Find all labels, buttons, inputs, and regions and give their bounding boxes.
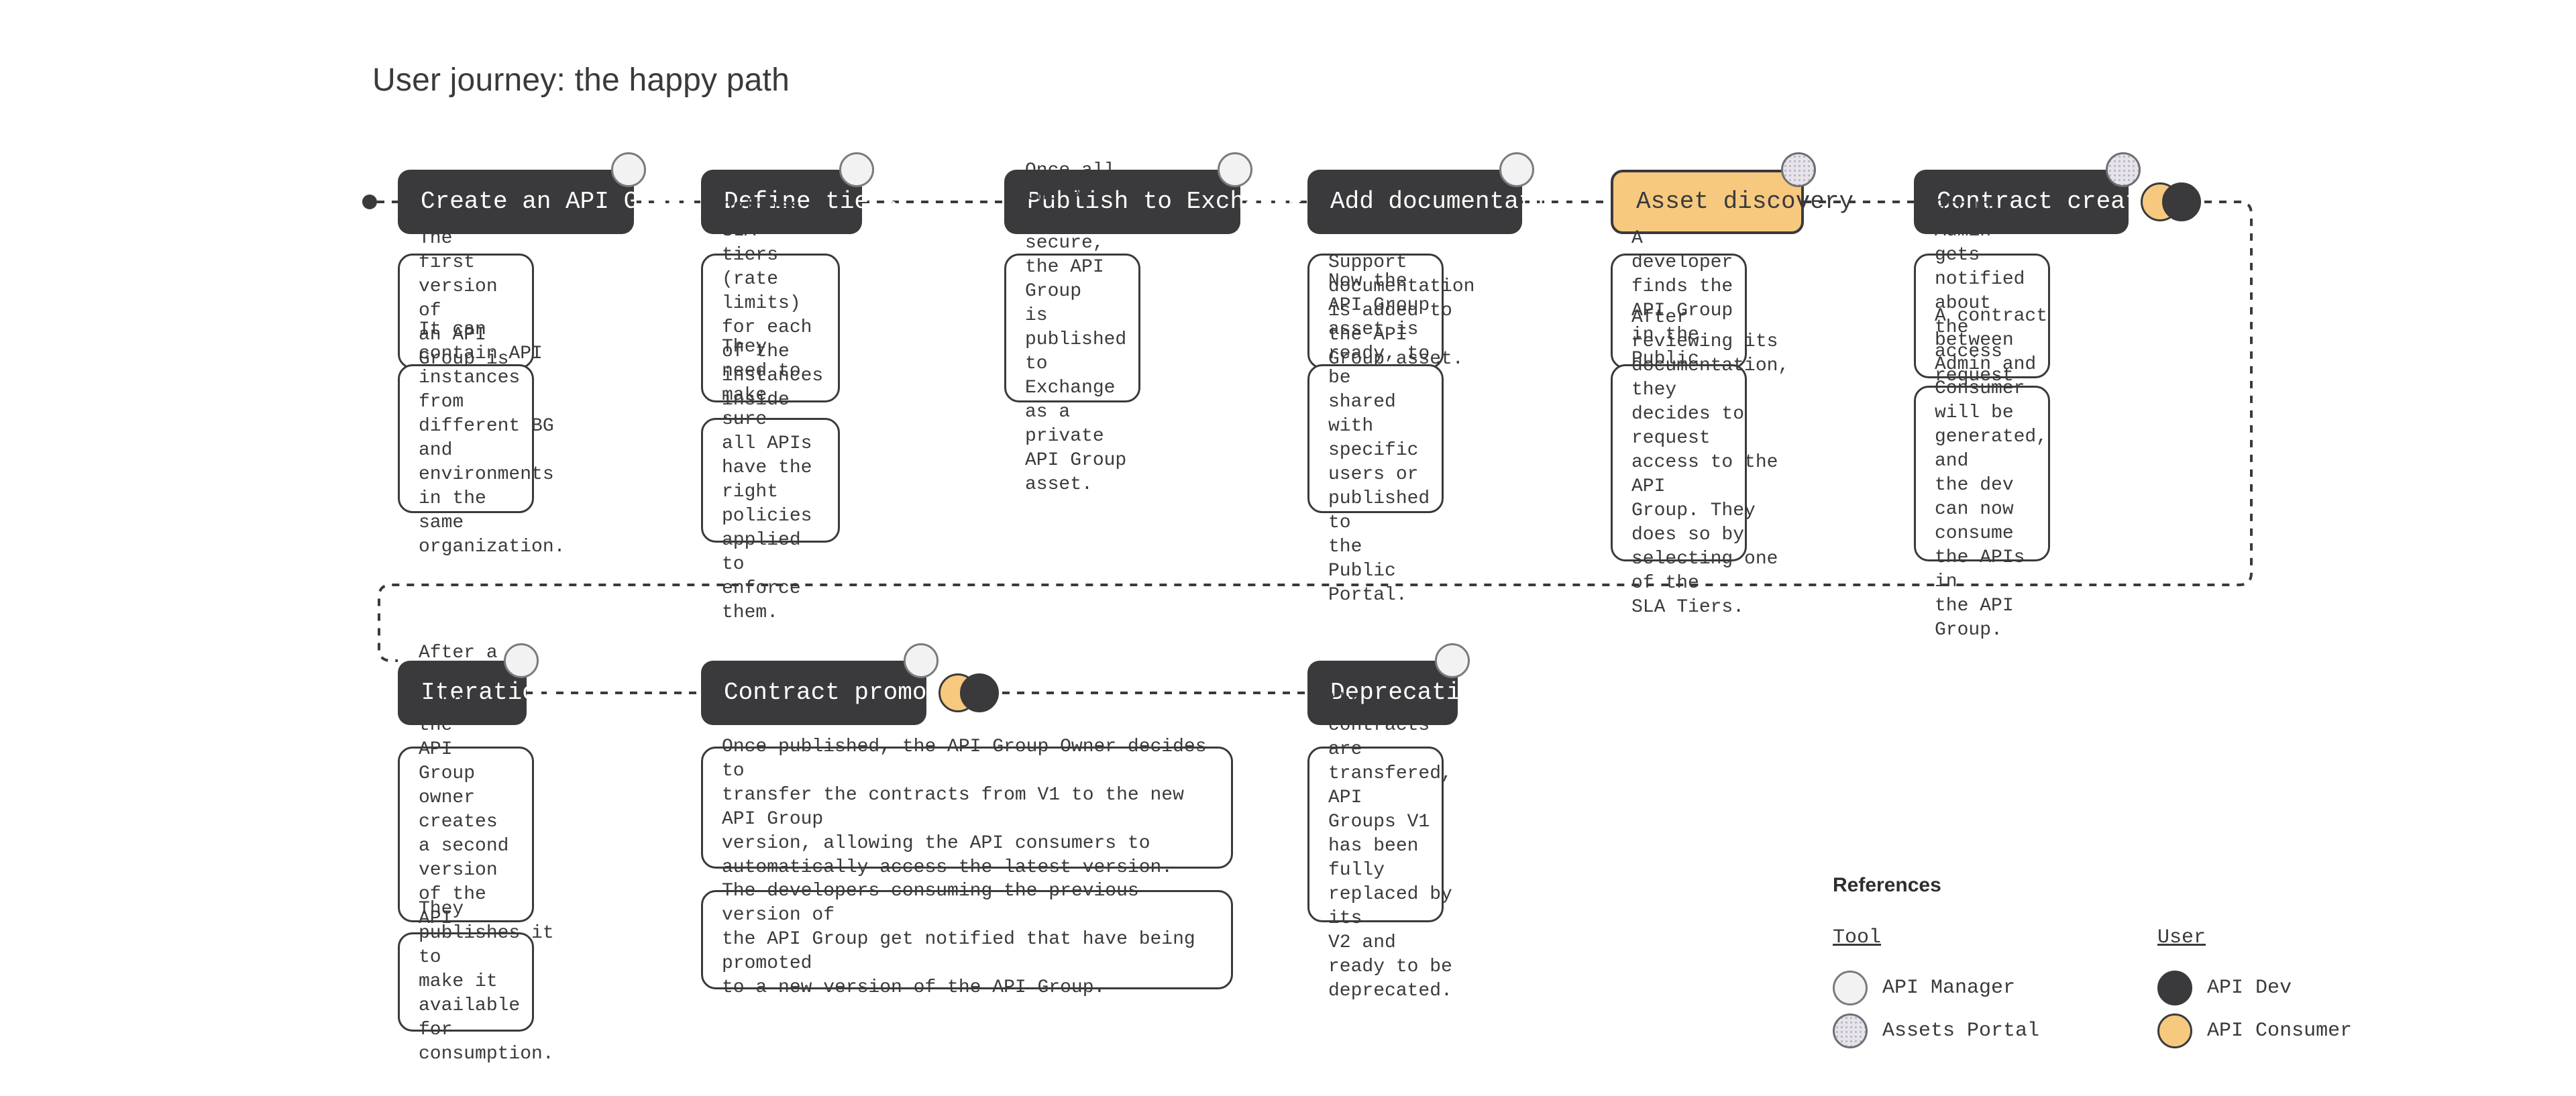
note-card: A contract between Admin and Consumer wi… [1914,306,2050,641]
note-card-text: After reviewing its documentation, they … [1631,307,1790,618]
legend-item: API Consumer [2157,1009,2352,1052]
note-card: Now the API Group asset is ready, to be … [1307,271,1444,606]
legend-label: API Dev [2207,977,2292,999]
note-card: Once all the APIs are secure, the API Gr… [1004,160,1140,495]
note-card-text: They need to make sure all APIs have the… [722,337,812,623]
flow-node-create-an-api-group[interactable]: Create an API Group [398,170,696,234]
references-title: References [1833,874,1941,896]
note-card-text: Once published, the API Group Owner deci… [722,736,1207,878]
note-card: The user defines SLA tiers (rate limits)… [701,172,840,483]
note-card-text: Support documentation is added to the AP… [1328,252,1475,370]
flow-node-label: Iteration [421,679,551,706]
note-card-text: Once all the APIs are secure, the API Gr… [1025,160,1127,495]
note-card-text: A contract between Admin and Consumer wi… [1935,306,2048,641]
flow-node-publish-to-exchange[interactable]: Publish to Exchange [1004,170,1302,234]
tool-marker-assets-portal-icon [2106,152,2141,187]
legend-item: API Dev [2157,967,2352,1009]
flow-node-label: Asset discovery [1636,188,1854,215]
note-card: They need to make sure all APIs have the… [701,337,840,623]
flow-node-label: Publish to Exchange [1027,188,1303,215]
legend-swatch-api-manager-icon [1833,971,1868,1005]
legend-label: Assets Portal [1882,1020,2040,1042]
flow-node-contract-promotion[interactable]: Contract promotion [701,661,985,725]
references-column-heading: User [2157,926,2206,949]
legend-item: Assets Portal [1833,1009,2039,1052]
note-card: After a some time, the API Group owner c… [398,643,534,1026]
note-card: Once published, the API Group Owner deci… [701,736,1233,878]
note-card: The developers consuming the previous ve… [701,881,1233,998]
flow-node-label: Deprecation [1330,679,1490,706]
page-title: User journey: the happy path [372,62,790,98]
tool-marker-api-manager-icon [611,152,646,187]
note-card-text: It can contain API instances from differ… [419,319,566,557]
note-card-text: The user defines SLA tiers (rate limits)… [722,172,824,483]
tool-marker-assets-portal-icon [1781,152,1816,187]
avatar-api-dev [2162,182,2201,221]
legend-item: API Manager [1833,967,2039,1009]
flow-node-label: Add documentation [1330,188,1577,215]
note-card-text: The developers consuming the previous ve… [722,881,1195,998]
flow-node-label: Define tiers [724,188,898,215]
flow-node-add-documentation[interactable]: Add documentation [1307,170,1576,234]
flow-node-asset-discovery[interactable]: Asset discovery [1611,170,1854,234]
flow-node-deprecation[interactable]: Deprecation [1307,661,1490,725]
note-card: Once all the contracts are transfered, A… [1307,667,1452,1001]
references-column-heading: Tool [1833,926,1882,949]
note-card: After reviewing its documentation, they … [1611,307,1789,618]
node-user-avatars [2141,182,2201,221]
note-card-text: Once all the contracts are transfered, A… [1328,667,1452,1001]
tool-marker-api-manager-icon [1218,152,1252,187]
tool-marker-api-manager-icon [904,643,938,678]
tool-marker-api-manager-icon [504,643,539,678]
tool-marker-api-manager-icon [1435,643,1470,678]
legend-swatch-assets-portal-icon [1833,1013,1868,1048]
node-user-avatars [938,673,999,712]
flow-node-iteration[interactable]: Iteration [398,661,551,725]
flow-node-define-tiers[interactable]: Define tiers [701,170,898,234]
note-card-text: Now the API Group asset is ready, to be … [1328,271,1430,606]
note-card-text: They publishes it to make it available f… [419,899,554,1064]
legend-swatch-api-dev-icon [2157,971,2193,1005]
legend-swatch-api-consumer-icon [2157,1013,2193,1048]
tool-marker-api-manager-icon [839,152,874,187]
note-card: They publishes it to make it available f… [398,899,554,1064]
note-card: The API Group Admin gets notified about … [1914,172,2050,459]
tool-marker-api-manager-icon [1499,152,1534,187]
legend-label: API Manager [1882,977,2016,999]
legend-label: API Consumer [2207,1020,2353,1042]
flow-start-dot [362,195,377,209]
note-card: It can contain API instances from differ… [398,319,565,557]
avatar-api-dev [960,673,999,712]
note-card: Support documentation is added to the AP… [1307,252,1474,370]
flow-node-label: Create an API Group [421,188,696,215]
